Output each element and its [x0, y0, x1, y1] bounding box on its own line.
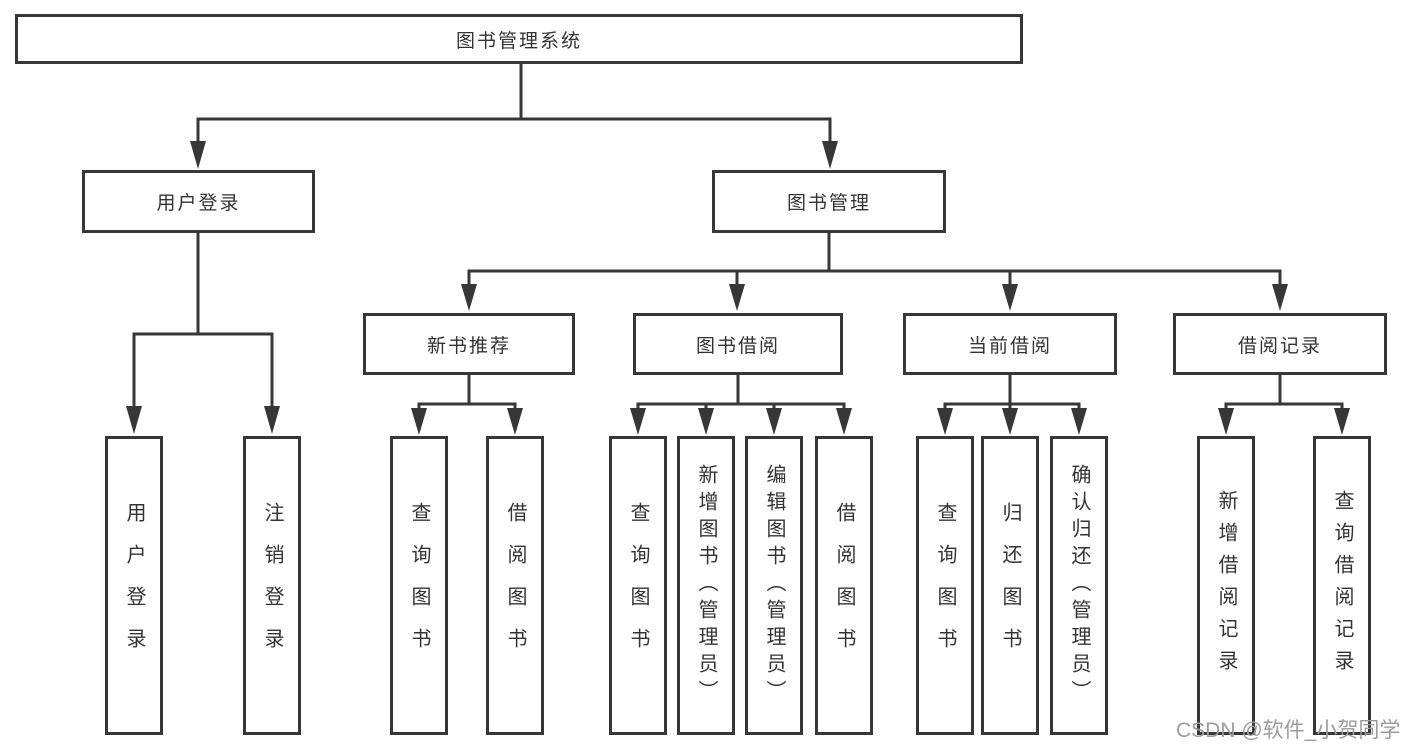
csdn-watermark: CSDN @软件_小贺同学 [1176, 719, 1401, 742]
leaf-add-borrow-record: 新增借阅记录 [1197, 436, 1255, 735]
leaf-edit-books-admin: 编辑图书（管理员） [745, 436, 803, 735]
leaf-add-books-admin: 新增图书（管理员） [677, 436, 735, 735]
leaf-borrow-books: 借阅图书 [815, 436, 873, 735]
arrowheads [126, 141, 1350, 435]
leaf-query-books-recommend: 查询图书 [390, 436, 448, 735]
node-book-management-system: 图书管理系统 [15, 14, 1023, 64]
leaf-query-borrow-record: 查询借阅记录 [1313, 436, 1371, 735]
leaf-query-books-current: 查询图书 [916, 436, 974, 735]
node-book-borrowing: 图书借阅 [633, 313, 843, 375]
node-current-borrowing: 当前借阅 [903, 313, 1117, 375]
node-new-book-recommend: 新书推荐 [363, 313, 575, 375]
node-user-login: 用户登录 [82, 170, 315, 233]
leaf-logout: 注销登录 [243, 436, 301, 735]
leaf-user-login: 用户登录 [105, 436, 163, 735]
leaf-query-books-borrowing: 查询图书 [609, 436, 667, 735]
leaf-confirm-return-admin: 确认归还（管理员） [1050, 436, 1108, 735]
node-book-management: 图书管理 [712, 170, 946, 233]
leaf-borrow-books-recommend: 借阅图书 [486, 436, 544, 735]
node-borrowing-records: 借阅记录 [1173, 313, 1387, 375]
leaf-return-books: 归还图书 [981, 436, 1039, 735]
